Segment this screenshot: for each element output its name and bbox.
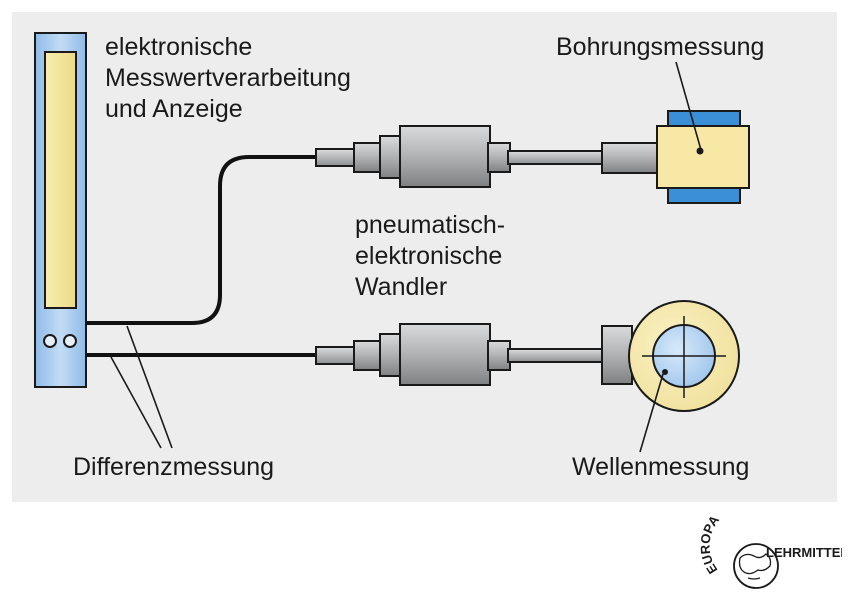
display-knob-right — [63, 334, 77, 348]
logo-top-text: EUROPA — [700, 512, 723, 577]
processing-label-line3: und Anzeige — [105, 95, 243, 123]
processing-label-line2: Messwertverarbeitung — [105, 64, 351, 92]
bore-measurement-label: Bohrungsmessung — [556, 33, 765, 61]
differential-leader-line-1 — [126, 325, 173, 449]
processing-label: elektronische Messwertverarbeitung und A… — [105, 32, 351, 125]
diagram-panel — [12, 12, 837, 502]
europa-lehrmittel-logo: EUROPA LEHRMITTEL — [700, 512, 842, 589]
lower-transducer — [315, 323, 633, 386]
upper-cable — [86, 155, 318, 325]
processing-label-line1: elektronische — [105, 33, 253, 61]
display-unit — [34, 32, 87, 388]
shaft-leader-line — [639, 373, 664, 453]
bore-leader-line — [675, 61, 702, 151]
differential-leader-line-2 — [110, 356, 162, 449]
shaft-workpiece — [628, 300, 740, 412]
logo-right-text: LEHRMITTEL — [766, 545, 842, 560]
shaft-measurement-label: Wellenmessung — [572, 453, 750, 481]
bore-workpiece — [656, 110, 750, 204]
transducer-label: pneumatisch- elektronische Wandler — [355, 210, 505, 303]
transducer-label-line3: Wandler — [355, 273, 448, 301]
transducer-label-line2: elektronische — [355, 242, 503, 270]
display-knob-left — [43, 334, 57, 348]
upper-transducer — [315, 125, 661, 188]
transducer-label-line1: pneumatisch- — [355, 211, 506, 239]
display-scale — [44, 51, 77, 309]
differential-measurement-label: Differenzmessung — [73, 453, 275, 481]
